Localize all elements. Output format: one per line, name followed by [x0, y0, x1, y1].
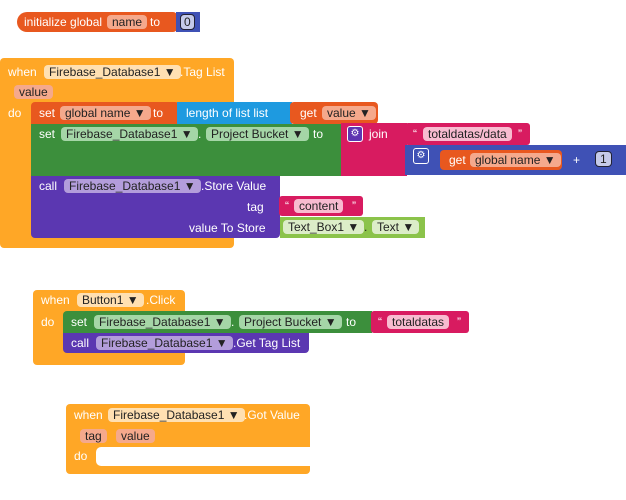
join-label: join: [369, 127, 388, 141]
set-project-bucket-block[interactable]: set Firebase_Database1 ▼ . Project Bucke…: [31, 124, 342, 176]
getvar-dropdown[interactable]: global name ▼: [470, 153, 561, 167]
do-label: do: [74, 449, 88, 463]
quote-open: “: [285, 199, 289, 213]
call-label: call: [71, 336, 90, 350]
content-text-block[interactable]: “ content ”: [279, 196, 363, 216]
call-store-value-block[interactable]: call Firebase_Database1 ▼ .Store Value t…: [31, 176, 280, 238]
length-of-list-label: length of list list: [186, 106, 269, 120]
init-label: initialize global: [24, 15, 103, 29]
get-value-block[interactable]: get value ▼: [290, 102, 378, 124]
text-block[interactable]: “ totaldatas/data ”: [405, 123, 530, 145]
quote-close: ”: [457, 315, 461, 329]
event-label: .Click: [146, 293, 176, 307]
var-dropdown[interactable]: global name ▼: [60, 106, 151, 120]
value-to-store-label: value To Store: [189, 221, 266, 235]
method-label: .Get Tag List: [233, 336, 301, 350]
param-tag[interactable]: tag: [80, 429, 107, 443]
set-label: set: [71, 315, 88, 329]
totaldatas-text-block[interactable]: “ totaldatas ”: [371, 311, 469, 333]
gear-icon[interactable]: ⚙: [347, 126, 363, 142]
component-dropdown[interactable]: Firebase_Database1 ▼: [108, 408, 245, 422]
when-label: when: [41, 293, 70, 307]
dot-label: .: [198, 127, 202, 141]
gear-icon[interactable]: ⚙: [413, 148, 429, 164]
get-label: get: [300, 106, 317, 120]
get-label: get: [449, 153, 466, 167]
tag-label: tag: [247, 200, 264, 214]
plus-label: +: [573, 153, 581, 167]
var-name-field[interactable]: name: [107, 15, 148, 29]
text-field[interactable]: content: [294, 199, 344, 213]
textbox-text-block[interactable]: Text_Box1 ▼ . Text ▼: [280, 217, 425, 238]
number-field[interactable]: 1: [595, 151, 612, 167]
property-dropdown[interactable]: Text ▼: [372, 220, 420, 234]
to-label: to: [313, 127, 324, 141]
getvar-dropdown[interactable]: value ▼: [322, 106, 376, 120]
text-field[interactable]: totaldatas: [387, 315, 450, 329]
component-dropdown[interactable]: Firebase_Database1 ▼: [44, 65, 181, 79]
event-label: .Got Value: [244, 408, 300, 422]
set-label: set: [39, 106, 56, 120]
param-value[interactable]: value: [14, 85, 53, 99]
do-label: do: [41, 315, 55, 329]
number-field[interactable]: 0: [180, 14, 195, 30]
method-label: .Store Value: [201, 179, 267, 193]
when-label: when: [8, 65, 37, 79]
get-global-name-block[interactable]: get global name ▼: [440, 150, 562, 170]
component-dropdown[interactable]: Button1 ▼: [77, 293, 144, 307]
dot-label: .: [364, 220, 368, 234]
set-label: set: [39, 127, 56, 141]
event-label: .Tag List: [180, 65, 225, 79]
do-label: do: [8, 106, 22, 120]
to-label: to: [346, 315, 357, 329]
component-dropdown[interactable]: Firebase_Database1 ▼: [96, 336, 233, 350]
param-value[interactable]: value: [116, 429, 155, 443]
property-dropdown[interactable]: Project Bucket ▼: [206, 127, 309, 141]
quote-close: ”: [352, 199, 356, 213]
to-label: to: [153, 106, 164, 120]
do-slot[interactable]: [96, 447, 310, 466]
quote-open: “: [413, 127, 417, 141]
to-label: to: [150, 15, 161, 29]
length-of-list-block[interactable]: length of list list: [177, 102, 292, 124]
component-dropdown[interactable]: Firebase_Database1 ▼: [61, 127, 198, 141]
quote-open: “: [378, 315, 382, 329]
got-value-event-block[interactable]: when Firebase_Database1 ▼ .Got Value tag…: [66, 404, 310, 474]
component-dropdown[interactable]: Firebase_Database1 ▼: [94, 315, 231, 329]
call-label: call: [39, 179, 58, 193]
join-block[interactable]: ⚙ join: [341, 123, 407, 176]
quote-close: ”: [518, 127, 522, 141]
number-block[interactable]: 0: [176, 12, 200, 32]
call-get-tag-list-block[interactable]: call Firebase_Database1 ▼ .Get Tag List: [63, 333, 309, 353]
text-field[interactable]: totaldatas/data: [423, 127, 512, 141]
property-dropdown[interactable]: Project Bucket ▼: [239, 315, 342, 329]
set-project-bucket-block[interactable]: set Firebase_Database1 ▼ . Project Bucke…: [63, 311, 372, 333]
set-global-block[interactable]: set global name ▼ to: [31, 102, 179, 124]
component-dropdown[interactable]: Firebase_Database1 ▼: [64, 179, 201, 193]
when-label: when: [74, 408, 103, 422]
dot-label: .: [231, 315, 235, 329]
textbox-dropdown[interactable]: Text_Box1 ▼: [283, 220, 365, 234]
initialize-global-block[interactable]: initialize global name to: [17, 12, 177, 32]
